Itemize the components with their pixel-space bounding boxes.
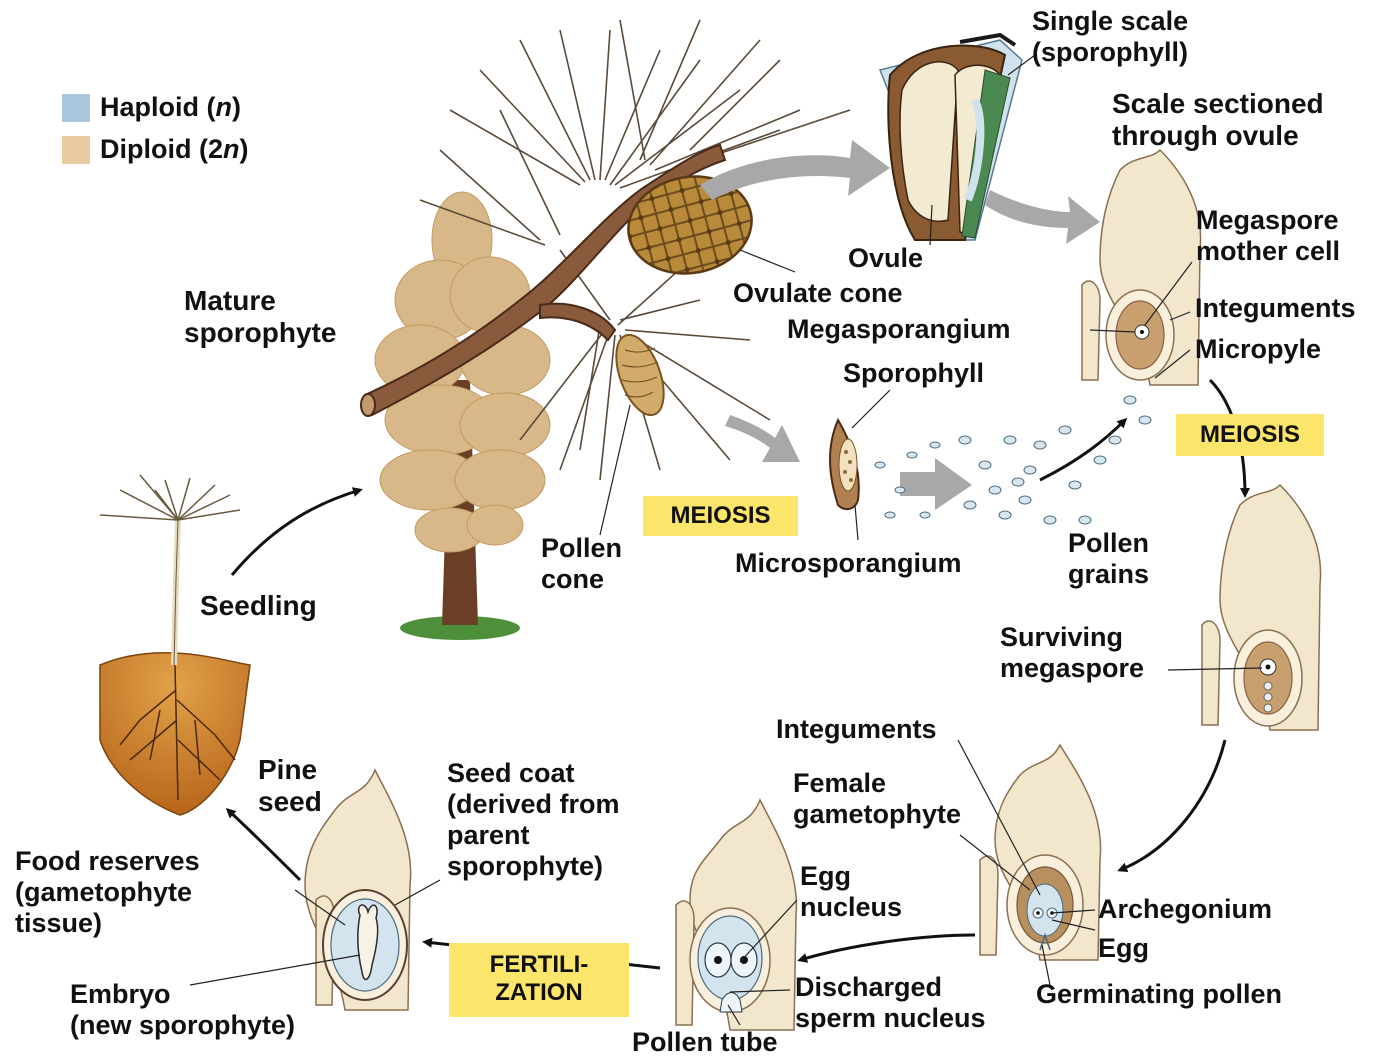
label-megaspore-mother-cell: Megaspore mother cell (1196, 205, 1340, 267)
label-micropyle: Micropyle (1195, 334, 1321, 365)
label-discharged-sperm-nucleus: Discharged sperm nucleus (795, 972, 986, 1034)
fertilization-box: FERTILI- ZATION (449, 943, 629, 1017)
label-megasporangium: Megasporangium (787, 314, 1011, 345)
label-integuments-bottom: Integuments (776, 714, 937, 745)
meiosis-box-right: MEIOSIS (1176, 414, 1324, 456)
seedling-drawing (100, 475, 250, 815)
pollen-grain-cloud (875, 396, 1151, 524)
label-egg-nucleus: Egg nucleus (800, 861, 902, 923)
label-mature-sporophyte: Mature sporophyte (184, 285, 336, 349)
pollen-cone-shape (607, 329, 673, 422)
label-pollen-grains: Pollen grains (1068, 528, 1149, 590)
haploid-swatch (62, 94, 90, 122)
tree-foliage (375, 192, 550, 552)
label-food-reserves: Food reserves (gametophyte tissue) (15, 846, 200, 939)
label-archegonium: Archegonium (1098, 894, 1272, 925)
label-sporophyll: Sporophyll (843, 358, 984, 389)
label-surviving-megaspore: Surviving megaspore (1000, 622, 1144, 684)
label-pollen-cone: Pollen cone (541, 533, 622, 595)
ovule-section-megaspore (1202, 485, 1321, 730)
ovule-section-fertilization (676, 800, 796, 1030)
label-female-gametophyte: Female gametophyte (793, 768, 961, 830)
label-embryo: Embryo (new sporophyte) (70, 979, 295, 1041)
ovule-section-top (1082, 150, 1201, 385)
label-ovulate-cone: Ovulate cone (733, 278, 903, 309)
label-integuments-top: Integuments (1195, 293, 1356, 324)
legend-diploid: Diploid (2n) (100, 134, 249, 165)
ovule-section-gametophyte (980, 745, 1101, 960)
label-pine-seed: Pine seed (258, 754, 322, 818)
label-ovule: Ovule (848, 243, 923, 274)
pollen-sporophyll-drawing (830, 420, 859, 509)
label-microsporangium: Microsporangium (735, 548, 962, 579)
label-seedling: Seedling (200, 590, 317, 622)
legend-haploid: Haploid (n) (100, 92, 241, 123)
label-scale-sectioned: Scale sectioned through ovule (1112, 88, 1324, 152)
label-single-scale: Single scale (sporophyll) (1032, 6, 1188, 68)
label-germinating-pollen: Germinating pollen (1036, 979, 1282, 1010)
label-seed-coat: Seed coat (derived from parent sporophyt… (447, 758, 620, 882)
mature-tree (375, 192, 550, 640)
label-pollen-tube: Pollen tube (632, 1027, 778, 1058)
label-egg: Egg (1098, 933, 1149, 964)
diploid-swatch (62, 136, 90, 164)
meiosis-box-left: MEIOSIS (643, 496, 798, 536)
